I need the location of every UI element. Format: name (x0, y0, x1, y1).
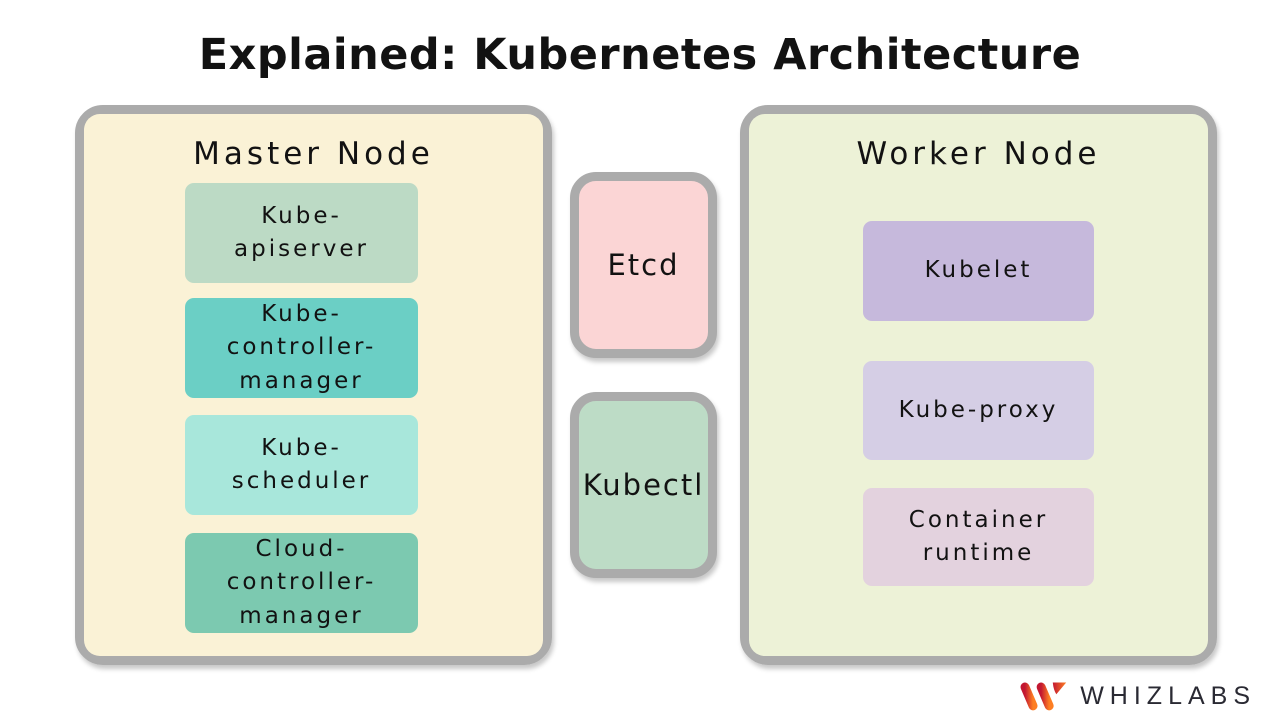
kubectl-label: Kubectl (582, 468, 705, 502)
etcd-label: Etcd (607, 248, 680, 282)
component-label: Cloud-controller-manager (226, 535, 377, 629)
component-kube-scheduler: Kube-scheduler (185, 415, 418, 515)
whizlabs-logo: WHIZLABS (1016, 680, 1256, 712)
component-container-runtime: Container runtime (863, 488, 1094, 586)
whizlabs-logo-text: WHIZLABS (1080, 681, 1256, 710)
component-label: Container runtime (908, 506, 1049, 566)
component-cloud-controller-manager: Cloud-controller-manager (185, 533, 418, 633)
component-label: Kube-controller-manager (226, 300, 377, 394)
worker-node-box: Worker Node Kubelet Kube-proxy Container… (740, 105, 1217, 665)
component-kube-controller-manager: Kube-controller-manager (185, 298, 418, 398)
page-title: Explained: Kubernetes Architecture (198, 30, 1082, 80)
component-label: Kubelet (924, 257, 1033, 284)
whizlabs-w-icon (1020, 682, 1067, 711)
component-label: Kube-scheduler (231, 434, 372, 494)
component-kube-apiserver: Kube-apiserver (185, 183, 418, 283)
master-node-title: Master Node (193, 136, 434, 172)
component-label: Kube-apiserver (234, 202, 369, 262)
component-label: Kube-proxy (898, 396, 1059, 423)
component-kube-proxy: Kube-proxy (863, 361, 1094, 460)
kubectl-box: Kubectl (570, 392, 717, 578)
master-node-box: Master Node Kube-apiserver Kube-controll… (75, 105, 552, 665)
component-kubelet: Kubelet (863, 221, 1094, 321)
etcd-box: Etcd (570, 172, 717, 358)
worker-node-title: Worker Node (856, 136, 1101, 172)
